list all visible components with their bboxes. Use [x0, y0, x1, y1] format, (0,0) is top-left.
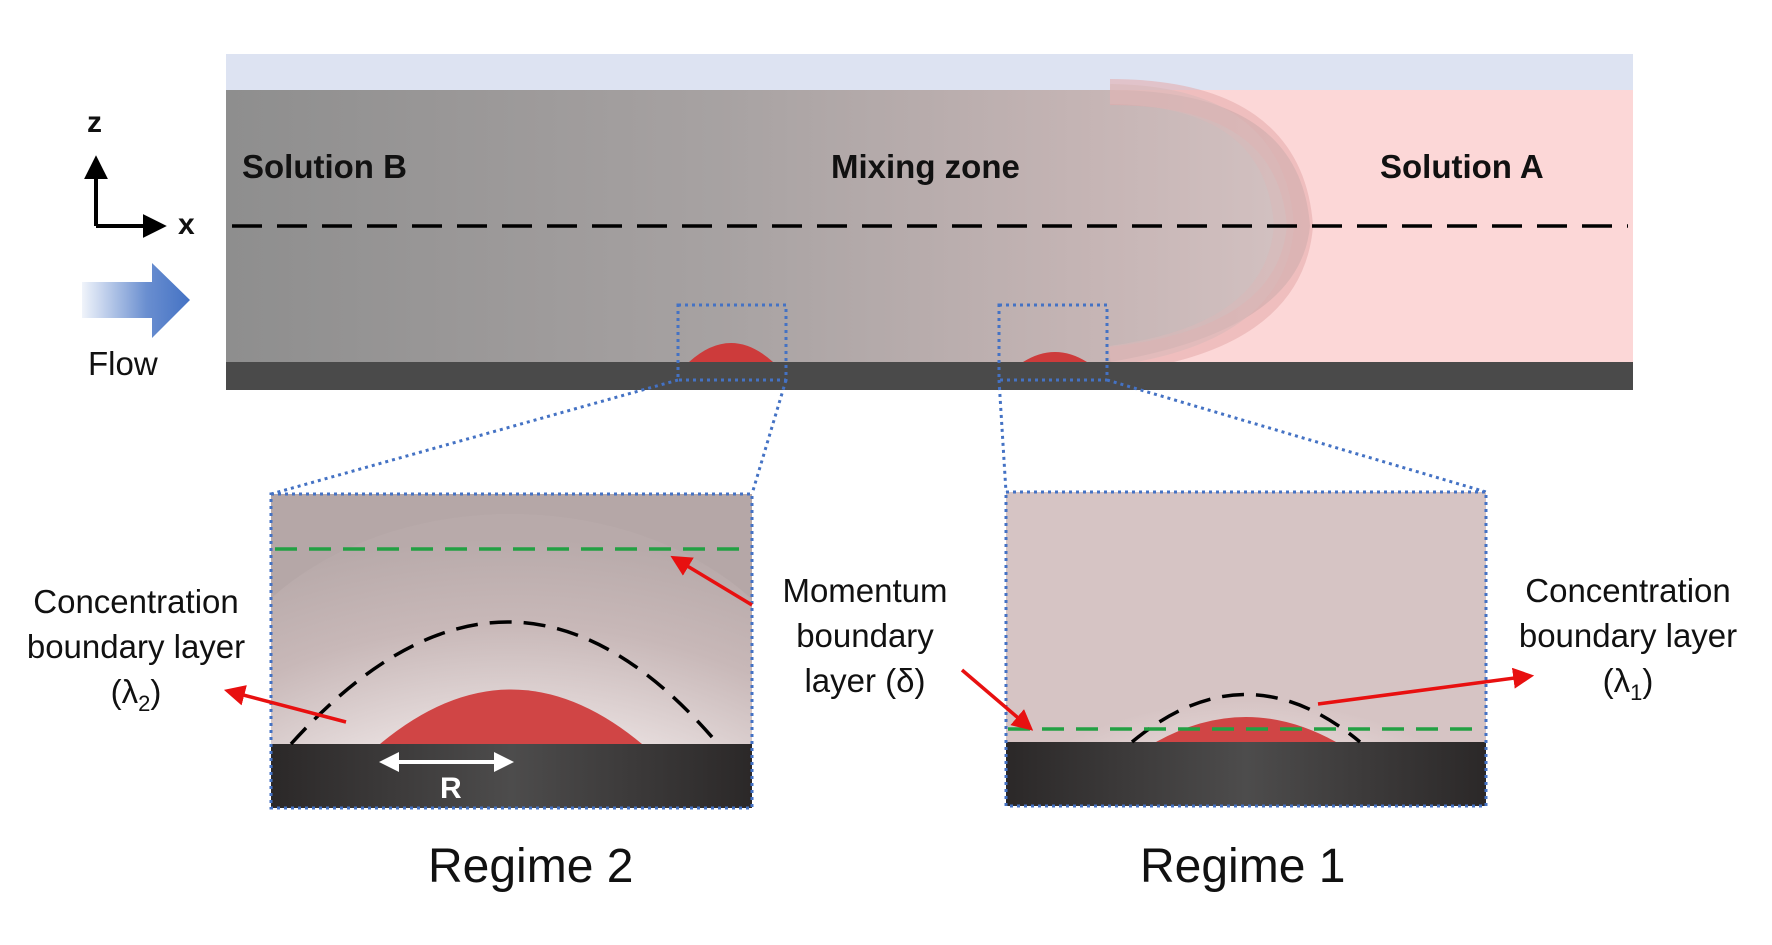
zoom-connectors: [270, 378, 1487, 496]
svg-text:boundary layer: boundary layer: [1519, 617, 1737, 654]
inset-substrate-left: [271, 744, 752, 808]
inset-frame-right: [1004, 490, 1488, 808]
inset-substrate-right: [1006, 742, 1486, 806]
annotation-arrows: [223, 555, 1535, 731]
svg-text:Momentum: Momentum: [782, 572, 947, 609]
concentration-boundary-curve-1: [1130, 692, 1362, 744]
concentration-boundary-curve-2: [289, 620, 720, 746]
inset-regime-2: R Regime 2: [269, 492, 754, 893]
arrow-concentration-1: [1317, 667, 1535, 706]
droplet-large: [689, 343, 773, 362]
channel: Solution B Mixing zone Solution A: [226, 54, 1633, 390]
concentration-label-left: Concentration boundary layer (λ2): [27, 583, 245, 716]
axis-indicator: z x: [84, 106, 195, 241]
concentration-label-right: Concentration boundary layer (λ1): [1519, 572, 1737, 705]
svg-text:Concentration: Concentration: [1525, 572, 1730, 609]
svg-text:(λ1): (λ1): [1603, 662, 1654, 705]
solution-b-label: Solution B: [242, 148, 407, 185]
arrow-concentration-2: [223, 685, 347, 724]
solution-a-label: Solution A: [1380, 148, 1544, 185]
x-axis-label: x: [178, 208, 195, 241]
inset-regime-1: Regime 1: [1004, 490, 1488, 893]
svg-text:boundary layer: boundary layer: [27, 628, 245, 665]
regime-1-title: Regime 1: [1140, 840, 1345, 893]
flow-indicator: Flow: [82, 263, 190, 382]
substrate: [226, 362, 1633, 390]
momentum-label: Momentum boundary layer (δ): [782, 572, 947, 699]
svg-text:(λ2): (λ2): [111, 673, 162, 716]
arrow-momentum-right: [960, 668, 1034, 731]
mixing-zone-label: Mixing zone: [831, 148, 1020, 185]
arrow-momentum-left: [670, 555, 753, 607]
concentration-halo-large: [271, 514, 752, 808]
svg-text:Concentration: Concentration: [33, 583, 238, 620]
radius-label: R: [440, 772, 462, 805]
droplet-inset-large: [380, 689, 642, 744]
inset-frame-left: [269, 492, 754, 810]
svg-text:layer (δ): layer (δ): [804, 662, 925, 699]
flow-arrow-icon: [82, 263, 190, 338]
svg-text:boundary: boundary: [796, 617, 934, 654]
z-axis-label: z: [87, 106, 102, 139]
regime-2-title: Regime 2: [428, 840, 633, 893]
droplet-small: [1023, 352, 1087, 362]
top-wall: [226, 54, 1633, 90]
flow-label: Flow: [88, 345, 158, 382]
